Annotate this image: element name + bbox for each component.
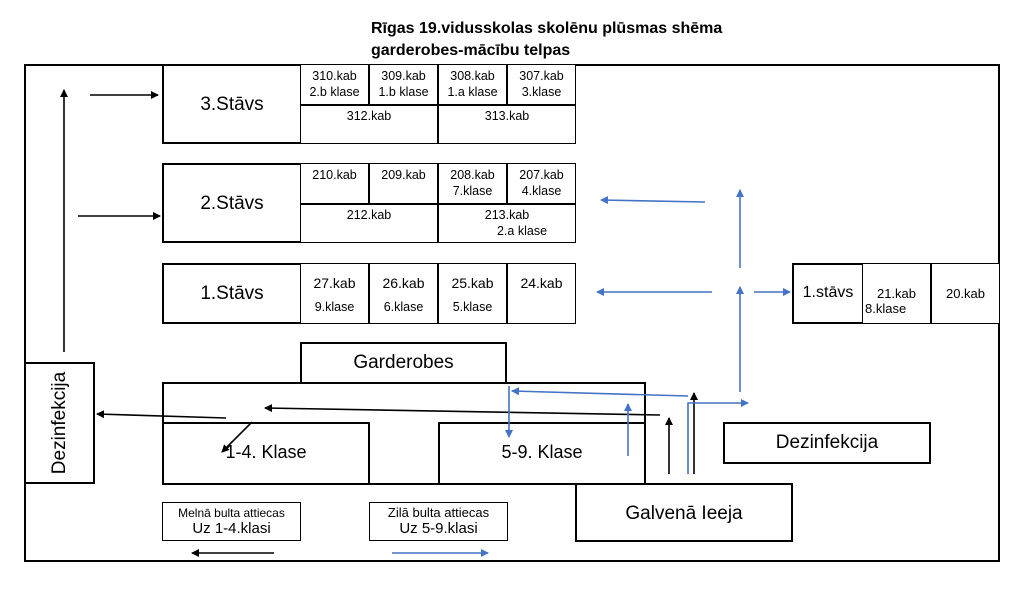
room-309-number: 309.kab	[381, 69, 426, 83]
room-208-number: 208.kab	[450, 168, 495, 182]
room-24: 24.kab	[507, 263, 576, 324]
room-313-number: 313.kab	[484, 109, 530, 123]
room-20: 20.kab	[931, 263, 1000, 324]
diagram-title-line1: Rīgas 19.vidusskolas skolēnu plūsmas shē…	[371, 20, 723, 37]
room-21-number: 21.kab	[876, 286, 917, 301]
legend-black-line2: Uz 1-4.klasi	[192, 520, 271, 537]
garderobes-box	[300, 342, 507, 384]
floor-2-label: 2.Stāvs	[200, 193, 264, 214]
room-308-number: 308.kab	[450, 69, 495, 83]
room-307: 307.kab 3.klase	[507, 64, 576, 105]
floor-3-label: 3.Stāvs	[200, 94, 264, 115]
room-312-number: 312.kab	[346, 109, 392, 123]
black-arrow-to-klase-1-4	[221, 421, 253, 453]
room-26: 26.kab 6.klase	[369, 263, 438, 324]
room-308: 308.kab 1.a klase	[438, 64, 507, 105]
room-24-number: 24.kab	[520, 275, 563, 291]
room-26-number: 26.kab	[382, 275, 425, 291]
dezinfekcija-right-box	[723, 422, 931, 464]
room-212-number: 212.kab	[346, 208, 392, 222]
room-213-number: 213.kab	[484, 208, 530, 222]
room-21-class: 8.klase	[865, 301, 907, 316]
room-307-number: 307.kab	[519, 69, 564, 83]
room-27-number: 27.kab	[313, 275, 356, 291]
room-309: 309.kab 1.b klase	[369, 64, 438, 105]
room-308-class: 1.a klase	[447, 85, 498, 99]
room-309-class: 1.b klase	[378, 85, 429, 99]
klase-1-4-box	[162, 422, 370, 485]
room-25-class: 5.klase	[452, 300, 493, 314]
room-212: 212.kab	[300, 204, 438, 243]
blue-arrow-to-floor2	[600, 196, 706, 205]
dezinfekcija-right-label: Dezinfekcija	[775, 432, 879, 453]
room-213: 213.kab 2.a klase	[438, 204, 576, 243]
blue-arrow-corridor-left	[511, 387, 689, 397]
room-209-number: 209.kab	[381, 168, 426, 182]
room-310: 310.kab 2.b klase	[300, 64, 369, 105]
diagram-title-line2: garderobes-mācību telpas	[371, 42, 571, 59]
room-213-class: 2.a klase	[496, 224, 548, 238]
room-208: 208.kab 7.klase	[438, 163, 507, 204]
room-210-number: 210.kab	[312, 168, 357, 182]
floor-1-right-label: 1.stāvs	[802, 284, 854, 301]
garderobes-label: Garderobes	[353, 352, 454, 373]
galvena-ieeja-label: Galvenā Ieeja	[625, 503, 743, 524]
room-310-class: 2.b klase	[309, 85, 360, 99]
floor-1-label: 1.Stāvs	[200, 283, 264, 304]
legend-blue-line1: Zilā bulta attiecas	[387, 505, 490, 520]
dezinfekcija-left-box	[24, 362, 95, 484]
black-arrow-to-dezinfekcija-left	[96, 410, 227, 419]
room-207-number: 207.kab	[519, 168, 564, 182]
room-207-class: 4.klase	[521, 184, 562, 198]
room-312: 312.kab	[300, 105, 438, 144]
room-307-class: 3.klase	[521, 85, 562, 99]
legend-black-box	[162, 502, 301, 541]
room-27: 27.kab 9.klase	[300, 263, 369, 324]
room-210: 210.kab	[300, 163, 369, 204]
room-310-number: 310.kab	[312, 69, 357, 83]
galvena-ieeja-box	[575, 483, 793, 542]
room-209: 209.kab	[369, 163, 438, 204]
black-arrow-corridor-left	[264, 404, 661, 416]
room-313: 313.kab	[438, 105, 576, 144]
klase-5-9-label: 5-9. Klase	[501, 442, 583, 462]
room-27-class: 9.klase	[314, 300, 355, 314]
room-208-class: 7.klase	[452, 184, 493, 198]
room-26-class: 6.klase	[383, 300, 424, 314]
legend-black-line1: Melnā bulta attiecas	[178, 506, 285, 520]
legend-blue-line2: Uz 5-9.klasi	[399, 520, 478, 537]
room-25: 25.kab 5.klase	[438, 263, 507, 324]
room-20-number: 20.kab	[945, 286, 986, 301]
room-21: 21.kab 8.klase	[862, 263, 931, 324]
room-25-number: 25.kab	[451, 275, 494, 291]
blue-arrow-entrance-corridor	[687, 399, 749, 474]
klase-5-9-box	[438, 422, 646, 485]
klase-1-4-label: 1-4. Klase	[225, 442, 307, 462]
room-207: 207.kab 4.klase	[507, 163, 576, 204]
legend-blue-box	[369, 502, 508, 541]
